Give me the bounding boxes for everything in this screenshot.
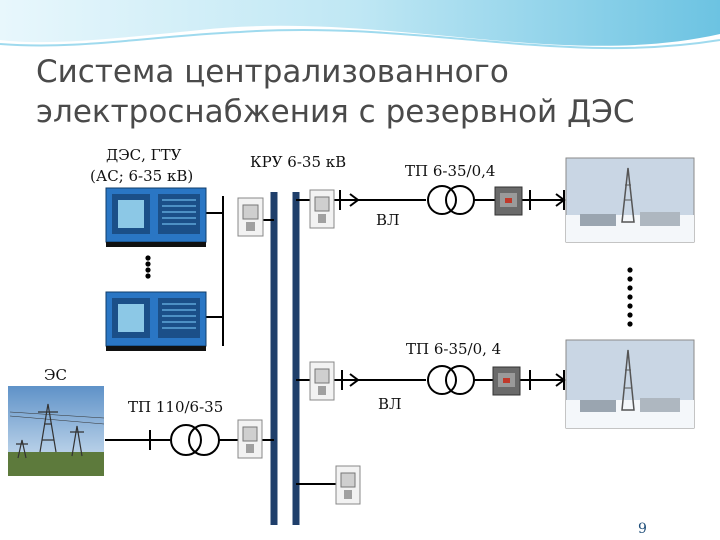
breaker-bottom: [492, 366, 521, 396]
switchgear-cell-1: [237, 197, 264, 237]
switchgear-cell-2: [309, 189, 335, 229]
transformer-tp-110-b: [188, 424, 220, 456]
consumer-photo-top: [565, 157, 695, 243]
transformer-tp-bottom-a: [427, 365, 457, 395]
transformer-tp-bottom-b: [445, 365, 475, 395]
label-vl-bottom: ВЛ: [378, 395, 402, 413]
page-number: 9: [638, 521, 647, 537]
label-des-gtu: ДЭС, ГТУ: [106, 146, 182, 164]
label-es: ЭС: [44, 366, 67, 384]
label-tp-110: ТП 110/6-35: [128, 398, 224, 416]
consumer-dots: [627, 267, 633, 327]
switchgear-cell-3: [309, 361, 335, 401]
switchgear-cell-5: [335, 465, 361, 505]
transformer-tp-top-b: [445, 185, 475, 215]
label-tp-top: ТП 6-35/0,4: [405, 162, 496, 180]
diesel-generator-2: [105, 291, 207, 351]
slide-title: Система централизованного электроснабжен…: [36, 54, 635, 130]
switchgear-cell-4: [237, 419, 263, 459]
label-tp-bottom: ТП 6-35/0, 4: [406, 340, 502, 358]
label-kru: КРУ 6-35 кВ: [250, 153, 347, 171]
label-vl-top: ВЛ: [376, 211, 400, 229]
power-grid-photo: [8, 386, 105, 476]
consumer-photo-bottom: [565, 339, 695, 429]
transformer-tp-110-a: [170, 424, 202, 456]
breaker-top: [494, 186, 523, 216]
transformer-tp-top-a: [427, 185, 457, 215]
label-des-gtu-voltage: (АС; 6-35 кВ): [90, 167, 194, 185]
generator-dots: [145, 255, 151, 279]
diesel-generator-1: [105, 187, 207, 247]
